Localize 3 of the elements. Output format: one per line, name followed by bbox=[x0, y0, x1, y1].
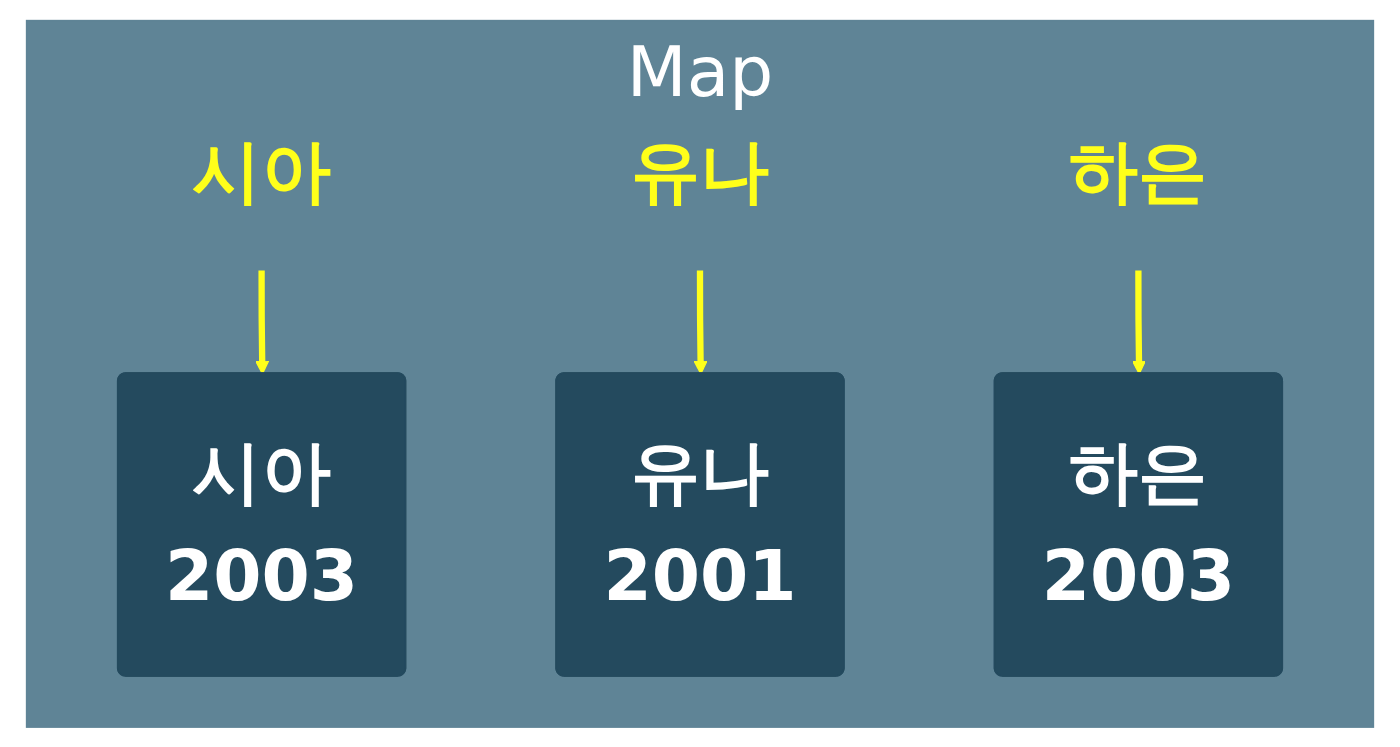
node-text: 유나 bbox=[630, 129, 770, 211]
node-text: 하은 bbox=[1069, 129, 1208, 211]
node-text: 시아 bbox=[192, 129, 331, 211]
